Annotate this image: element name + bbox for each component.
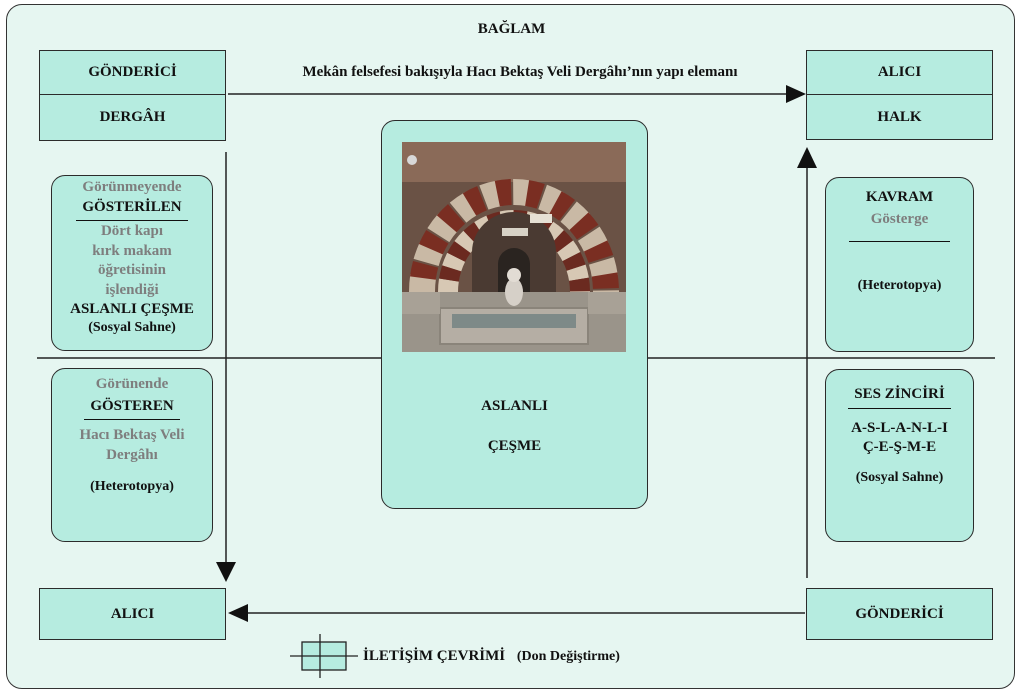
bottom-arrow-head (228, 604, 248, 622)
left-arrow-head (216, 562, 236, 582)
signified-line7: ASLANLI ÇEŞME (70, 301, 194, 317)
concept-box: KAVRAM Gösterge (Heterotopya) (825, 177, 974, 352)
receiver-box-top: ALICI (806, 50, 993, 95)
signified-line3: Dört kapı (100, 223, 164, 239)
top-arrow-label: Mekân felsefesi bakışıyla Hacı Bektaş Ve… (302, 64, 738, 80)
fountain-photo (402, 142, 626, 352)
legend-subtitle: (Don Değiştirme) (516, 649, 620, 664)
center-line2: ÇEŞME (487, 438, 542, 454)
sender-box-bottom: GÖNDERİCİ (806, 588, 993, 640)
signified-line5: öğretisinin (97, 262, 167, 278)
sound-chain-line4: (Sosyal Sahne) (855, 469, 944, 485)
receiver-halk-box: HALK (806, 94, 993, 140)
sound-chain-box: SES ZİNCİRİ A-S-L-A-N-L-I Ç-E-Ş-M-E (Sos… (825, 369, 974, 542)
sound-chain-heading: SES ZİNCİRİ (848, 385, 951, 409)
right-arrow-head (797, 147, 817, 168)
top-arrow-head (786, 85, 806, 103)
signified-heading: GÖSTERİLEN (76, 198, 188, 221)
signified-line8: (Sosyal Sahne) (88, 319, 176, 335)
signified-line6: işlendiği (105, 281, 159, 298)
receiver-box-bottom: ALICI (39, 588, 226, 640)
sound-chain-line2: A-S-L-A-N-L-I (851, 419, 948, 436)
signifier-heading: GÖSTEREN (84, 397, 180, 420)
signified-line4: kırk makam (92, 242, 172, 259)
concept-heading: KAVRAM (865, 189, 934, 205)
legend-symbol (290, 634, 358, 678)
legend-title: İLETİŞİM ÇEVRİMİ (363, 648, 506, 664)
signified-box: Görünmeyende GÖSTERİLEN Dört kapı kırk m… (51, 175, 213, 351)
sound-chain-line3: Ç-E-Ş-M-E (862, 439, 937, 455)
signified-line1: Görünmeyende (82, 179, 182, 195)
signifier-line3: Hacı Bektaş Veli (79, 427, 185, 443)
signifier-line4: Dergâhı (106, 446, 158, 463)
concept-subheading: Gösterge (848, 208, 951, 242)
signifier-line5: (Heterotopya) (90, 479, 174, 494)
signifier-box: Görünende GÖSTEREN Hacı Bektaş Veli Derg… (51, 368, 213, 542)
context-title: BAĞLAM (477, 21, 546, 37)
sender-dergah-box: DERGÂH (39, 94, 226, 141)
sender-box-top: GÖNDERİCİ (39, 50, 226, 95)
legend-label: İLETİŞİM ÇEVRİMİ (Don Değiştirme) (363, 648, 620, 665)
signifier-line1: Görünende (95, 376, 169, 392)
concept-line3: (Heterotopya) (857, 278, 942, 293)
center-line1: ASLANLI (481, 398, 548, 414)
